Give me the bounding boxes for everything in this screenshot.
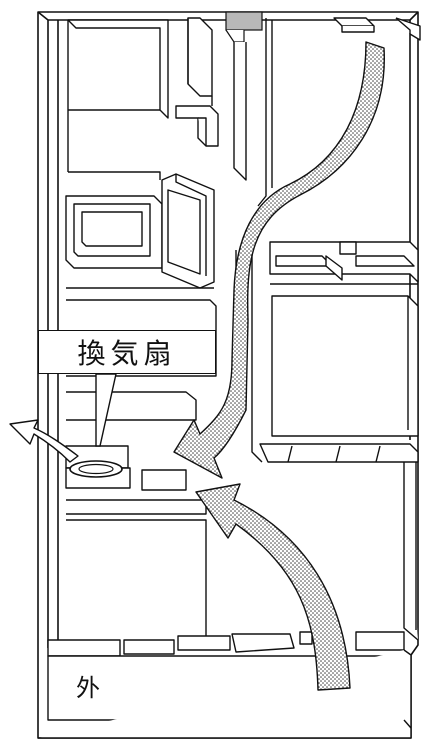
indoor-airflow-arrow (173, 41, 385, 479)
outside-label: 外 (76, 674, 100, 702)
upper-left-room (67, 17, 219, 172)
intake-airflow-arrow (195, 483, 351, 691)
fan-label: 換気扇 (38, 330, 216, 374)
upper-right-room (333, 17, 421, 41)
right-lower-room (259, 443, 419, 641)
callout-pointer (95, 373, 117, 447)
corridor-walls (233, 18, 273, 463)
exhaust-airflow-arrow (9, 419, 79, 463)
right-middle-room (269, 241, 419, 437)
bathroom (65, 171, 215, 289)
ceiling-vent (225, 11, 263, 31)
